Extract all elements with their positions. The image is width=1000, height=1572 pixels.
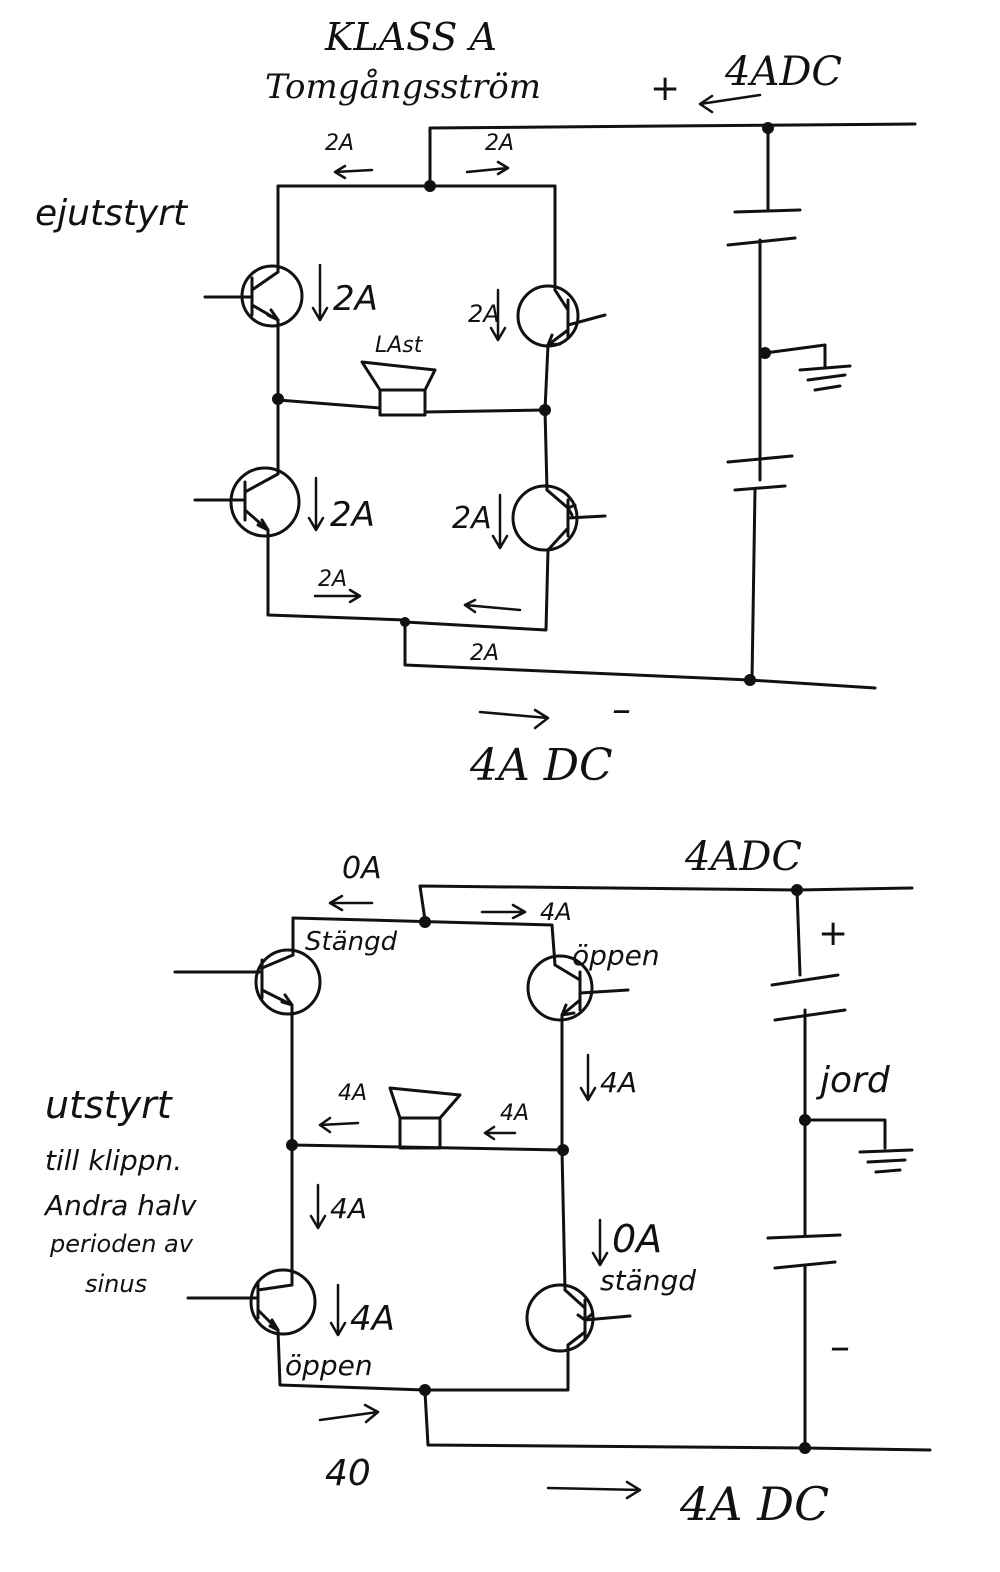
top-junction-return bbox=[744, 674, 756, 686]
bottom-arrow-bottom bbox=[318, 1403, 380, 1424]
bottom-current-bottom: 40 bbox=[325, 1453, 371, 1494]
bottom-current-q3-above: 4A bbox=[330, 1192, 367, 1225]
top-transistor-q1 bbox=[203, 264, 304, 328]
top-capacitor-lower bbox=[726, 454, 794, 492]
bottom-supply-in-label: 4ADC bbox=[684, 834, 802, 880]
top-supply-out-arrow bbox=[478, 708, 550, 730]
top-junction-right bbox=[539, 404, 551, 416]
top-load-label: LAst bbox=[375, 333, 424, 358]
bottom-capacitor-lower bbox=[766, 1233, 842, 1270]
top-plus-label: + bbox=[650, 68, 680, 109]
bottom-transistor-q4 bbox=[525, 1283, 632, 1353]
bottom-arrow-q3 bbox=[329, 1283, 347, 1337]
top-supply-rail bbox=[428, 122, 917, 187]
top-ground-symbol bbox=[763, 343, 852, 392]
bottom-arrow-right-mid bbox=[579, 1053, 597, 1102]
top-capacitor-upper bbox=[726, 208, 802, 247]
top-load-wire bbox=[276, 398, 547, 414]
top-arrow-q2 bbox=[489, 288, 507, 342]
top-subtitle: Tomgångsström bbox=[265, 67, 541, 107]
bottom-transistor-q2 bbox=[526, 954, 630, 1022]
bottom-arrow-q3-above bbox=[309, 1183, 327, 1230]
top-junction-bottom bbox=[400, 617, 410, 627]
top-junction-left bbox=[272, 393, 284, 405]
bottom-side-note-line-5: sinus bbox=[85, 1270, 147, 1298]
bottom-current-q4: 0A bbox=[612, 1217, 662, 1261]
top-circuit: KLASS A Tomgångsström + 4ADC ejutstyrt bbox=[35, 15, 917, 791]
bottom-junction-bottom bbox=[419, 1384, 431, 1396]
bottom-ground-symbol bbox=[803, 1118, 914, 1174]
top-arrow-q4 bbox=[491, 493, 509, 550]
bottom-arrow-load-right bbox=[483, 1125, 517, 1141]
top-current-q2: 2A bbox=[468, 300, 500, 328]
bottom-transistor-q3 bbox=[186, 1268, 317, 1336]
bottom-ground-label: jord bbox=[815, 1060, 891, 1101]
top-current-q1: 2A bbox=[333, 279, 378, 319]
bottom-capacitor-upper bbox=[770, 973, 847, 1022]
bottom-return-wire bbox=[423, 1390, 932, 1452]
top-minus-label: – bbox=[612, 687, 631, 731]
top-current-left-top: 2A bbox=[325, 131, 354, 156]
top-current-bot-left: 2A bbox=[318, 567, 347, 592]
top-title: KLASS A bbox=[324, 15, 497, 59]
bottom-current-left-top: 0A bbox=[342, 851, 382, 886]
top-arrow-bot-left bbox=[313, 588, 362, 604]
top-transistor-q2 bbox=[516, 284, 607, 348]
bottom-minus-label: – bbox=[830, 1324, 850, 1370]
bottom-arrow-left-top bbox=[328, 894, 374, 912]
top-supply-in-label: 4ADC bbox=[724, 49, 842, 95]
top-supply-out-label: 4A DC bbox=[469, 740, 613, 791]
top-transistor-q4 bbox=[511, 484, 607, 552]
top-current-right-top: 2A bbox=[485, 131, 514, 156]
bottom-junction-left bbox=[286, 1139, 298, 1151]
bottom-q1-state: Stängd bbox=[305, 927, 398, 957]
top-arrow-left-top bbox=[333, 164, 374, 180]
bottom-supply-out-arrow bbox=[546, 1480, 642, 1500]
bottom-arrow-right-top bbox=[480, 903, 527, 920]
top-arrow-bot-right bbox=[463, 598, 522, 614]
bottom-side-note: utstyrt till klippn. Andra halv perioden… bbox=[43, 1083, 197, 1298]
bottom-arrow-load-left bbox=[318, 1116, 360, 1134]
bottom-side-note-line-4: perioden av bbox=[49, 1230, 194, 1258]
top-left-branch bbox=[266, 184, 407, 622]
top-return-wire bbox=[403, 618, 877, 690]
top-cap-wire bbox=[750, 126, 770, 682]
bottom-cap-wire bbox=[795, 888, 807, 1450]
top-arrow-right-top bbox=[465, 160, 510, 176]
top-transistor-q3 bbox=[193, 466, 301, 538]
bottom-side-note-line-3: Andra halv bbox=[43, 1189, 197, 1222]
bottom-side-note-line-2: till klippn. bbox=[45, 1144, 182, 1177]
bottom-side-note-line-1: utstyrt bbox=[45, 1083, 174, 1127]
top-arrow-q1 bbox=[311, 263, 329, 322]
bottom-right-branch bbox=[423, 1013, 570, 1392]
top-current-q3: 2A bbox=[330, 495, 375, 535]
bottom-plus-label: + bbox=[818, 913, 848, 954]
bottom-junction-right bbox=[557, 1144, 569, 1156]
top-load-speaker bbox=[360, 360, 437, 417]
bottom-current-right-mid: 4A bbox=[600, 1066, 637, 1099]
bottom-load-speaker bbox=[388, 1086, 462, 1150]
bottom-circuit: 4ADC 0A 4A Stängd öppen bbox=[43, 834, 932, 1531]
bottom-q4-state: stängd bbox=[600, 1264, 696, 1297]
bottom-q2-state: öppen bbox=[572, 939, 660, 972]
bottom-current-load-right: 4A bbox=[500, 1101, 529, 1126]
bottom-supply-rail bbox=[418, 884, 914, 922]
top-supply-arrow bbox=[698, 93, 762, 114]
top-current-bot-right: 2A bbox=[470, 641, 499, 666]
bottom-q3-state: öppen bbox=[285, 1349, 373, 1382]
top-side-note: ejutstyrt bbox=[35, 193, 189, 234]
bottom-current-q3: 4A bbox=[350, 1299, 395, 1339]
top-current-q4: 2A bbox=[452, 501, 492, 536]
bottom-current-right-top: 4A bbox=[540, 898, 572, 926]
top-right-branch bbox=[403, 184, 557, 632]
bottom-current-load-left: 4A bbox=[338, 1081, 367, 1106]
bottom-arrow-q4 bbox=[591, 1218, 609, 1267]
bottom-transistor-q1 bbox=[173, 948, 322, 1016]
top-arrow-q3 bbox=[307, 476, 325, 532]
bottom-supply-out-label: 4A DC bbox=[679, 1477, 829, 1531]
